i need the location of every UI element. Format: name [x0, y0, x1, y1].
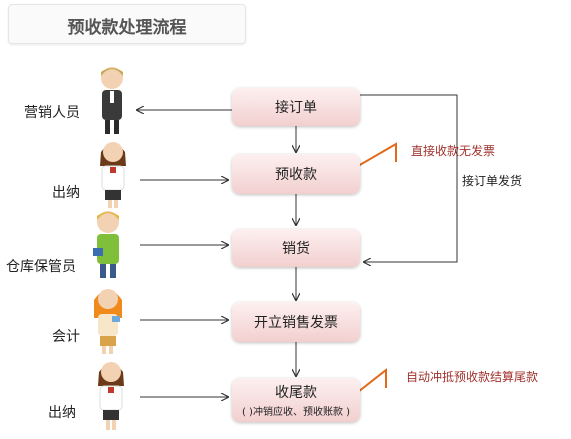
node-receive-order: 接订单	[232, 88, 360, 126]
warehouse-person-icon	[93, 211, 119, 278]
bracket-auto	[357, 367, 387, 393]
node-label: 销货	[282, 241, 310, 257]
node-sales: 销货	[232, 229, 360, 267]
role-warehouse: 仓库保管员	[6, 259, 76, 275]
node-sales-invoice: 开立销售发票	[232, 302, 360, 342]
note-loop: 接订单发货	[462, 174, 523, 188]
node-label: 开立销售发票	[254, 315, 338, 331]
accountant-person-icon	[94, 289, 122, 354]
role-accountant: 会计	[52, 329, 80, 345]
node-label: 预收款	[275, 167, 317, 183]
bracket-direct	[357, 142, 397, 167]
note-direct-payment: 直接收款无发票	[411, 144, 496, 158]
loop-line	[360, 94, 458, 262]
note-auto-offset: 自动冲抵预收款结算尾款	[406, 370, 539, 384]
role-cashier-2: 出纳	[48, 405, 76, 421]
node-label: 接订单	[275, 100, 317, 116]
role-sales: 营销人员	[24, 105, 80, 121]
node-sublabel: ( )冲销应收、预收账款 )	[241, 407, 351, 418]
role-cashier: 出纳	[52, 185, 80, 201]
title-box: 预收款处理流程	[8, 4, 246, 44]
node-label: 收尾款	[275, 385, 317, 401]
cashier-2-person-icon	[98, 362, 124, 430]
node-prepayment: 预收款	[232, 154, 360, 194]
node-final-payment: 收尾款 ( )冲销应收、预收账款 )	[232, 378, 360, 422]
cashier-person-icon	[100, 142, 126, 208]
page-title: 预收款处理流程	[67, 18, 187, 38]
salesman-person-icon	[101, 67, 123, 134]
